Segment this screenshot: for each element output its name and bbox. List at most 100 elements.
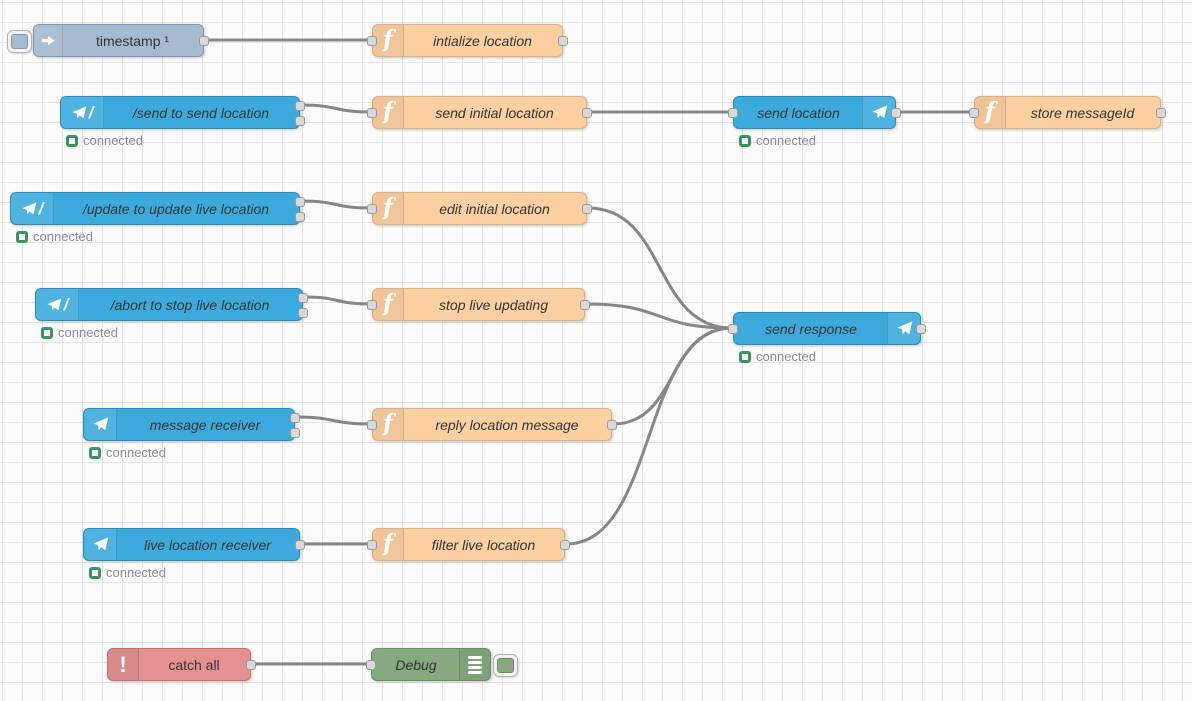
status-ring-icon <box>739 350 751 363</box>
output-port[interactable] <box>295 212 305 222</box>
status-ring-icon <box>89 566 101 579</box>
telegram-command-icon: / <box>61 97 104 128</box>
output-port[interactable] <box>891 108 901 118</box>
node-cmd-send[interactable]: //send to send location <box>60 96 305 129</box>
output-port[interactable] <box>1156 108 1166 118</box>
wire[interactable] <box>299 103 373 114</box>
telegram-plane-icon <box>84 529 117 560</box>
node-send-location[interactable]: send location <box>728 96 901 129</box>
input-port[interactable] <box>367 204 377 214</box>
status-ring-icon <box>66 134 78 147</box>
node-label: /update to update live location <box>82 200 270 217</box>
status-text: connected <box>83 133 143 148</box>
node-label: message receiver <box>149 416 261 433</box>
node-label: send initial location <box>435 104 554 121</box>
input-port[interactable] <box>367 108 377 118</box>
output-port[interactable] <box>560 540 570 550</box>
node-send-response[interactable]: send response <box>728 312 926 345</box>
function-f-icon: f <box>373 529 404 560</box>
node-label: live location receiver <box>144 536 271 553</box>
telegram-plane-icon <box>887 313 920 344</box>
node-cmd-update[interactable]: / /update to update live location <box>10 192 305 225</box>
status-text: connected <box>106 565 166 580</box>
function-f-icon: f <box>975 97 1006 128</box>
node-msg-receiver[interactable]: message receiver <box>83 408 300 441</box>
wire[interactable] <box>302 295 373 306</box>
inject-button[interactable] <box>7 30 32 53</box>
input-port[interactable] <box>367 540 377 550</box>
output-port[interactable] <box>607 420 617 430</box>
output-port[interactable] <box>290 428 300 438</box>
input-port[interactable] <box>366 660 376 670</box>
input-port[interactable] <box>367 420 377 430</box>
node-label: send response <box>765 320 857 337</box>
node-label: edit initial location <box>439 200 550 217</box>
node-label: stop live updating <box>439 296 548 313</box>
output-port[interactable] <box>295 197 305 207</box>
node-live-receiver[interactable]: live location receiver <box>83 528 305 561</box>
input-port[interactable] <box>367 36 377 46</box>
wire[interactable] <box>299 199 373 210</box>
function-f-icon: f <box>373 97 404 128</box>
output-port[interactable] <box>295 116 305 126</box>
function-f-icon: f <box>373 289 404 320</box>
wire[interactable] <box>584 302 734 330</box>
output-port[interactable] <box>582 108 592 118</box>
output-port[interactable] <box>298 293 308 303</box>
input-port[interactable] <box>728 108 738 118</box>
node-status: connected <box>739 349 816 364</box>
node-status: connected <box>89 445 166 460</box>
input-port[interactable] <box>969 108 979 118</box>
node-edit-initial[interactable]: f edit initial location <box>367 192 592 225</box>
output-port[interactable] <box>580 300 590 310</box>
node-catch-all[interactable]: ! catch all <box>107 648 256 681</box>
node-debug[interactable]: Debug <box>366 648 518 681</box>
output-port[interactable] <box>298 308 308 318</box>
output-port[interactable] <box>246 660 256 670</box>
status-text: connected <box>106 445 166 460</box>
telegram-command-icon: / <box>11 193 54 224</box>
node-reply-loc[interactable]: f reply location message <box>367 408 617 441</box>
input-port[interactable] <box>367 300 377 310</box>
node-timestamp[interactable]: timestamp ¹ <box>7 24 209 57</box>
node-label: store messageId <box>1030 104 1135 121</box>
output-port[interactable] <box>295 101 305 111</box>
status-ring-icon <box>16 230 28 243</box>
exclamation-icon: ! <box>108 649 139 680</box>
output-port[interactable] <box>916 324 926 334</box>
output-port[interactable] <box>582 204 592 214</box>
node-stop-live[interactable]: f stop live updating <box>367 288 590 321</box>
node-label: /abort to stop live location <box>110 296 270 313</box>
telegram-plane-icon <box>862 97 895 128</box>
telegram-plane-icon <box>84 409 117 440</box>
function-f-icon: f <box>373 409 404 440</box>
output-port[interactable] <box>295 540 305 550</box>
output-port[interactable] <box>199 36 209 46</box>
inject-arrow-icon <box>34 25 63 56</box>
node-send-initial[interactable]: f send initial location <box>367 96 592 129</box>
node-cmd-abort[interactable]: / /abort to stop live location <box>35 288 308 321</box>
node-label: reply location message <box>435 416 579 433</box>
wire[interactable] <box>294 415 373 426</box>
status-ring-icon <box>739 134 751 147</box>
node-label: send location <box>757 104 840 121</box>
node-store-msgid[interactable]: f store messageId <box>969 96 1166 129</box>
input-port[interactable] <box>728 324 738 334</box>
debug-toggle-button[interactable] <box>493 654 518 677</box>
node-status: connected <box>66 133 143 148</box>
node-status: connected <box>41 325 118 340</box>
debug-lines-icon <box>459 649 490 680</box>
status-ring-icon <box>41 326 53 339</box>
function-f-icon: f <box>373 193 404 224</box>
telegram-command-icon: / <box>36 289 79 320</box>
output-port[interactable] <box>558 36 568 46</box>
node-label: catch all <box>168 656 220 673</box>
node-label: timestamp ¹ <box>95 32 170 49</box>
wire[interactable] <box>586 206 734 330</box>
wire[interactable] <box>564 326 734 546</box>
output-port[interactable] <box>290 413 300 423</box>
